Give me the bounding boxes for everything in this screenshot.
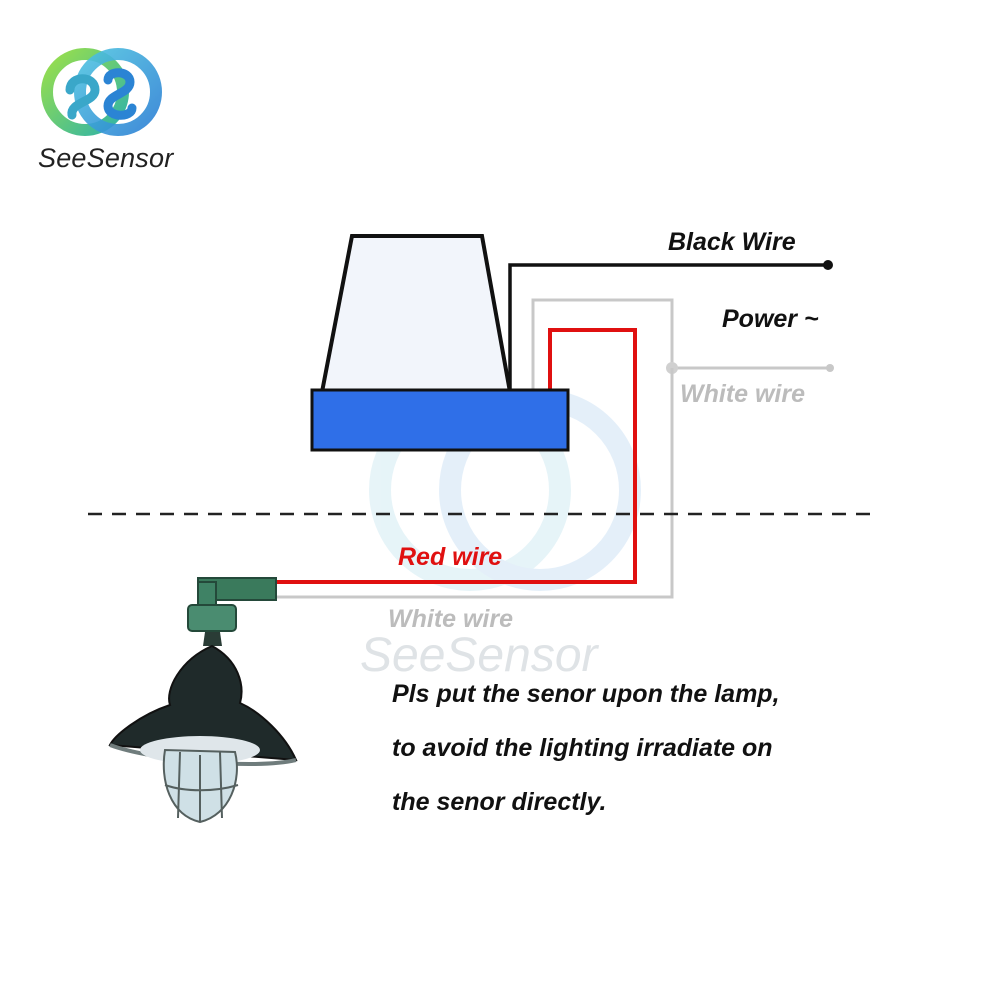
sensor-base bbox=[310, 388, 570, 452]
brand-name: SeeSensor bbox=[38, 143, 174, 173]
red-wire bbox=[275, 328, 637, 584]
label-black-wire: Black Wire bbox=[668, 228, 796, 256]
note-line-2: to avoid the lighting irradiate on bbox=[392, 734, 773, 762]
label-power: Power ~ bbox=[722, 305, 819, 333]
label-red-wire: Red wire bbox=[398, 543, 502, 571]
watermark-text: SeeSensor bbox=[360, 629, 598, 682]
white-wire-end bbox=[826, 364, 834, 372]
label-white-wire-top: White wire bbox=[680, 380, 805, 408]
black-wire-end bbox=[823, 260, 833, 270]
note-line-1: Pls put the senor upon the lamp, bbox=[392, 680, 780, 708]
label-white-wire-bottom: White wire bbox=[388, 605, 513, 633]
seesensor-logo-icon bbox=[41, 48, 162, 136]
white-wire-bottom bbox=[275, 368, 674, 599]
white-wire-top bbox=[531, 298, 830, 392]
black-wire bbox=[508, 263, 828, 392]
note-line-3: the senor directly. bbox=[392, 788, 607, 816]
lamp-icon bbox=[108, 577, 298, 824]
sensor-dome bbox=[319, 234, 513, 394]
